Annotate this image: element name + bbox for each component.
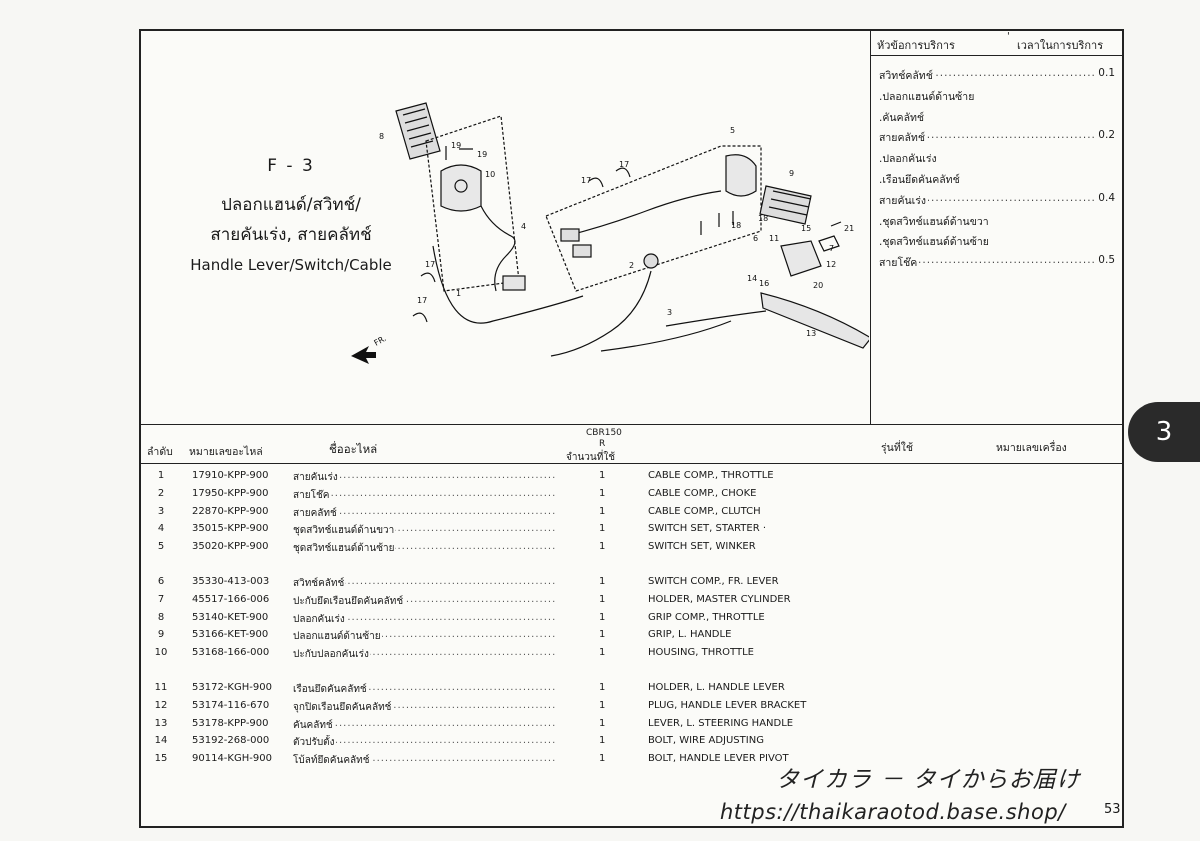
service-item: .ชุดสวิทช์แฮนด์ด้านขวา xyxy=(879,215,991,228)
figure-title-thai-1: ปลอกแฮนด์/สวิทช์/ xyxy=(221,195,361,215)
watermark-shop-url: https://thaikaraotod.base.shop/ xyxy=(720,800,1066,824)
figure-code: F - 3 xyxy=(267,156,315,176)
header-no: ลำดับ xyxy=(147,446,173,458)
callout-label: 21 xyxy=(844,224,854,233)
service-time-panel: หัวข้อการบริการ ' เวลาในการบริการ ......… xyxy=(871,31,1124,424)
watermark-shop-name: タイカラ － タイからお届け xyxy=(776,767,1081,793)
figure-title-block: F - 3 ปลอกแฮนด์/สวิทช์/ สายคันเร่ง, สายค… xyxy=(171,156,411,274)
figure-title-thai-2: สายคันเร่ง, สายคลัทช์ xyxy=(210,225,372,245)
left-grip-part xyxy=(395,102,441,160)
header-used-model: รุ่นที่ใช้ xyxy=(881,442,913,454)
service-item: .คันคลัทช์ xyxy=(879,111,927,124)
callout-label: 18 xyxy=(758,214,768,223)
parts-table: ลำดับ หมายเลขอะไหล่ ชื่ออะไหล่ CBR150 R … xyxy=(141,424,1124,829)
parts-table-header: ลำดับ หมายเลขอะไหล่ ชื่ออะไหล่ CBR150 R … xyxy=(141,425,1124,464)
service-panel-header: หัวข้อการบริการ ' เวลาในการบริการ xyxy=(871,31,1124,56)
callout-label: 19 xyxy=(477,150,487,159)
service-item: .เรือนยึดคันคลัทช์ xyxy=(879,173,962,186)
callout-label: 1 xyxy=(456,289,461,298)
callout-label: 17 xyxy=(417,296,427,305)
callout-labels: 1 2 3 4 5 6 7 8 9 10 11 12 13 14 15 16 1… xyxy=(379,126,854,338)
service-topic-header: หัวข้อการบริการ xyxy=(877,39,955,52)
left-switch-housing-part xyxy=(440,164,482,212)
service-header-mark: ' xyxy=(1007,31,1010,42)
chapter-tab: 3 xyxy=(1128,402,1200,462)
service-item: .ปลอกแฮนด์ด้านซ้าย xyxy=(879,90,977,103)
header-part-name: ชื่ออะไหล่ xyxy=(329,442,378,456)
parts-diagram-area: F - 3 ปลอกแฮนด์/สวิทช์/ สายคันเร่ง, สายค… xyxy=(141,31,871,424)
callout-label: 11 xyxy=(769,234,779,243)
service-list: ........................................… xyxy=(879,67,1115,275)
service-item: ........................................… xyxy=(879,191,1115,207)
callout-label: 19 xyxy=(451,141,461,150)
service-item: ........................................… xyxy=(879,67,1115,82)
callout-label: 12 xyxy=(826,260,836,269)
callout-label: 17 xyxy=(581,176,591,185)
front-direction-arrow: FR. xyxy=(351,334,388,364)
callout-label: 16 xyxy=(759,279,769,288)
callout-label: 10 xyxy=(485,170,495,179)
header-part-no: หมายเลขอะไหล่ xyxy=(189,446,263,458)
callout-label: 15 xyxy=(801,224,811,233)
service-time-header: เวลาในการบริการ xyxy=(1017,39,1104,52)
service-item: .ชุดสวิทช์แฮนด์ด้านซ้าย xyxy=(879,236,991,249)
callout-label: 9 xyxy=(789,169,794,178)
exploded-parts-diagram: FR. 1 2 3 4 5 6 7 8 9 10 11 12 13 14 15 … xyxy=(351,102,869,364)
header-model-sub: R xyxy=(599,439,606,449)
header-engine-no: หมายเลขเครื่อง xyxy=(996,442,1067,454)
service-item: ........................................… xyxy=(879,254,1115,270)
front-direction-label: FR. xyxy=(373,334,388,348)
header-model: CBR150 xyxy=(586,428,622,438)
service-item: ........................................… xyxy=(879,129,1115,145)
callout-label: 3 xyxy=(667,308,672,317)
callout-label: 18 xyxy=(731,221,741,230)
callout-label: 4 xyxy=(521,222,526,231)
callout-label: 20 xyxy=(813,281,823,290)
callout-label: 13 xyxy=(806,329,816,338)
callout-label: 7 xyxy=(829,244,834,253)
callout-label: 14 xyxy=(747,274,757,283)
callout-label: 17 xyxy=(425,260,435,269)
callout-label: 2 xyxy=(629,261,634,270)
callout-label: 6 xyxy=(753,234,758,243)
page-frame: F - 3 ปลอกแฮนด์/สวิทช์/ สายคันเร่ง, สายค… xyxy=(139,29,1124,828)
callout-label: 17 xyxy=(619,160,629,169)
header-qty: จำนวนที่ใช้ xyxy=(566,452,616,463)
service-item: .ปลอกคันเร่ง xyxy=(879,153,939,166)
callout-label: 8 xyxy=(379,132,384,141)
callout-label: 5 xyxy=(730,126,735,135)
figure-title-english: Handle Lever/Switch/Cable xyxy=(190,256,392,274)
page-number: 53 xyxy=(1104,802,1121,817)
